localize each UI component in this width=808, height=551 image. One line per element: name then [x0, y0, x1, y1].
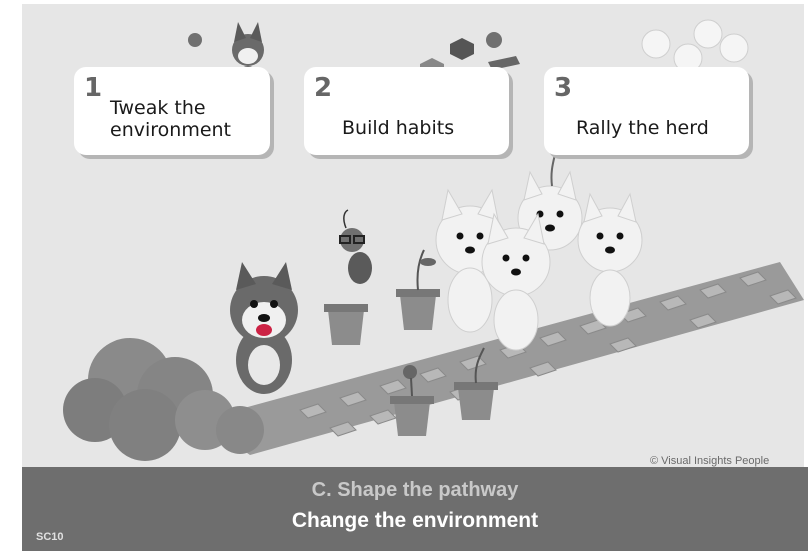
slide-code: SC10 [36, 531, 64, 543]
dog-herd [435, 149, 643, 351]
step-card-2: 2 Build habits [304, 67, 509, 155]
copyright-notice: © Visual Insights People [650, 455, 770, 467]
flower-pots [324, 249, 498, 436]
step-label: Build habits [342, 117, 455, 139]
bee-character [339, 209, 372, 284]
section-subtitle: C. Shape the pathway [311, 479, 519, 501]
step-number: 3 [554, 73, 573, 103]
step-number: 2 [314, 73, 333, 103]
footer-bar: C. Shape the pathway Change the environm… [22, 467, 808, 551]
step-label: Rally the herd [576, 117, 709, 139]
card3-art [641, 19, 749, 73]
step-number: 1 [84, 73, 103, 103]
bushes [63, 338, 264, 461]
step-card-1: 1 Tweak the environment [74, 67, 270, 155]
step-label: Tweak the environment [110, 97, 232, 141]
husky-character [230, 262, 298, 394]
section-title: Change the environment [291, 509, 539, 532]
step-card-3: 3 Rally the herd [544, 67, 749, 155]
